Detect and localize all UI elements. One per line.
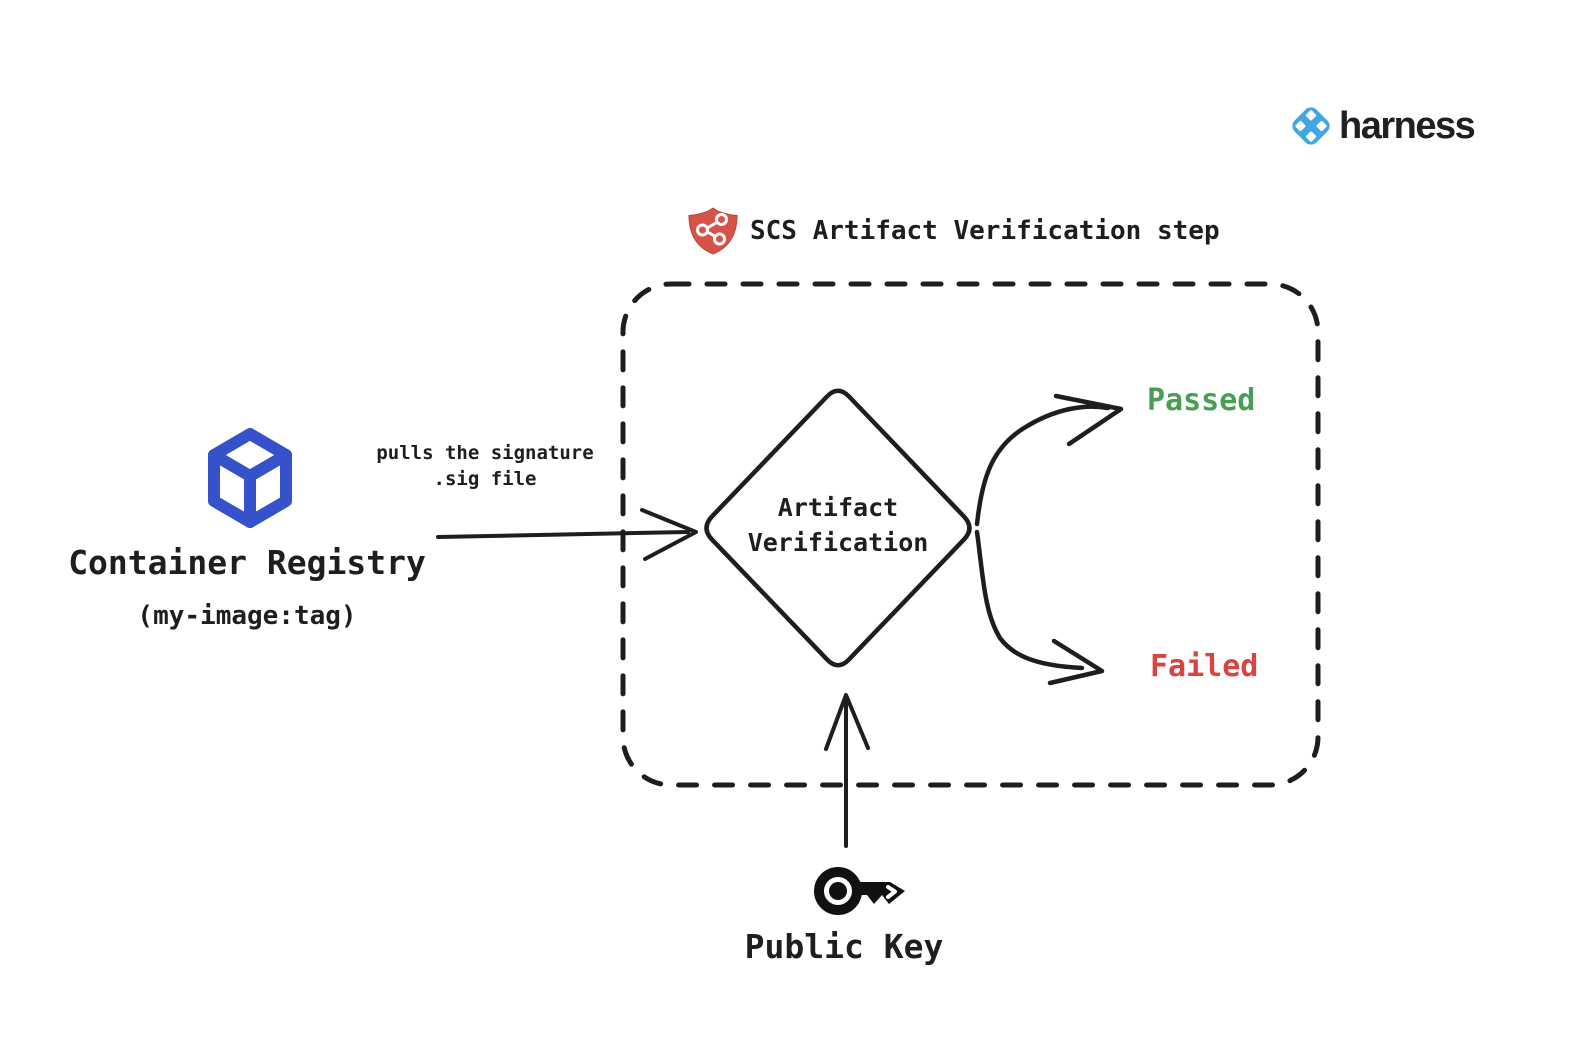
pull-signature-label: pulls the signature .sig file bbox=[370, 440, 600, 492]
decision-label: Artifact Verification bbox=[718, 490, 958, 560]
step-title: SCS Artifact Verification step bbox=[687, 205, 1220, 257]
brand-logo: harness bbox=[1288, 103, 1476, 149]
outcome-passed: Passed bbox=[1147, 383, 1256, 418]
scs-shield-icon bbox=[688, 207, 738, 255]
arrow-diamond-to-failed bbox=[974, 529, 1105, 686]
public-key-label: Public Key bbox=[744, 927, 944, 966]
pull-signature-line2: .sig file bbox=[433, 468, 537, 490]
outcome-failed: Failed bbox=[1150, 649, 1259, 684]
harness-diamond-icon bbox=[1292, 107, 1330, 145]
decision-diamond bbox=[704, 388, 972, 668]
arrow-publickey-to-diamond bbox=[824, 693, 870, 848]
arrow-diamond-to-passed bbox=[974, 393, 1124, 527]
registry-image-tag: (my-image:tag) bbox=[137, 601, 357, 631]
registry-label: Container Registry bbox=[68, 543, 426, 582]
container-cube-icon bbox=[208, 428, 292, 528]
arrow-registry-to-diamond bbox=[436, 508, 698, 561]
key-icon bbox=[814, 867, 905, 915]
pull-signature-line1: pulls the signature bbox=[376, 442, 594, 464]
brand-wordmark: harness bbox=[1339, 105, 1476, 147]
decision-line2: Verification bbox=[747, 528, 929, 557]
decision-line1: Artifact bbox=[777, 493, 899, 522]
step-title-text: SCS Artifact Verification step bbox=[750, 216, 1220, 246]
